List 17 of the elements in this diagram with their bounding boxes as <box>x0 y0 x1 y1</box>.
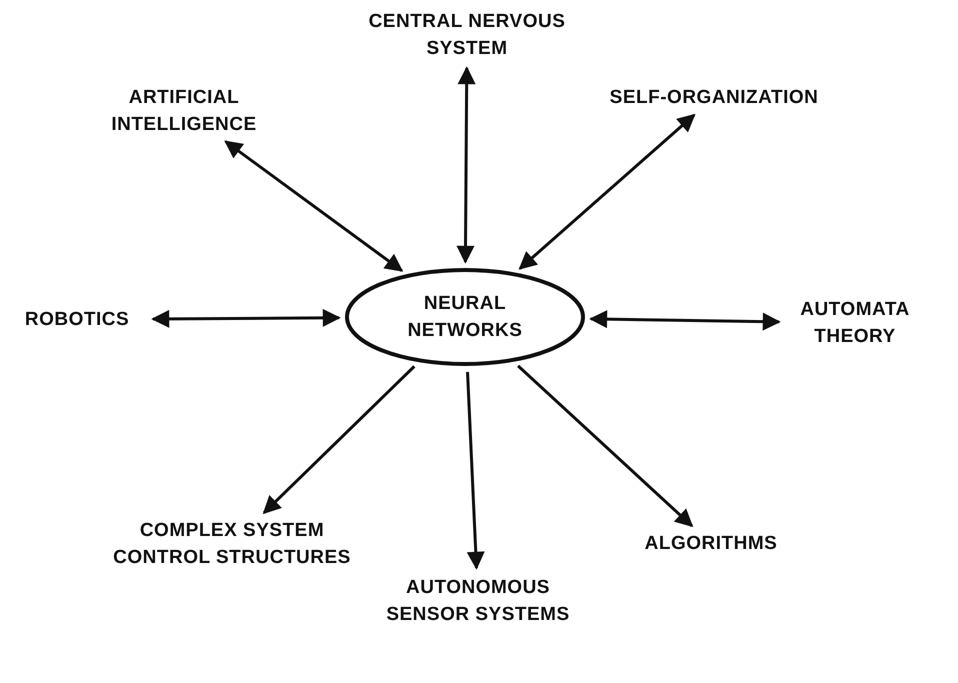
topic-label: ROBOTICS <box>7 306 147 333</box>
topic-label: ARTIFICIAL INTELLIGENCE <box>84 84 284 138</box>
arrow <box>262 365 416 514</box>
arrow <box>589 310 781 331</box>
topic-label: COMPLEX SYSTEM CONTROL STRUCTURES <box>102 517 362 571</box>
topic-label: CENTRAL NERVOUS SYSTEM <box>352 8 582 62</box>
arrow <box>151 308 341 328</box>
arrow <box>517 364 694 528</box>
arrow <box>456 66 476 264</box>
topic-label: AUTOMATA THEORY <box>785 296 925 350</box>
arrow <box>224 140 404 272</box>
arrow <box>518 114 696 270</box>
ellipse-node: NEURAL NETWORKS <box>345 268 585 366</box>
arrow <box>466 372 485 570</box>
topic-label: SELF-ORGANIZATION <box>584 84 844 111</box>
topic-label: AUTONOMOUS SENSOR SYSTEMS <box>368 574 588 628</box>
topic-label: ALGORITHMS <box>611 530 811 557</box>
